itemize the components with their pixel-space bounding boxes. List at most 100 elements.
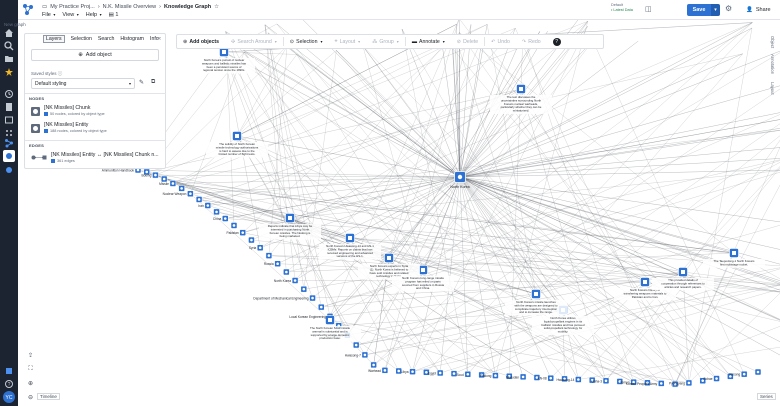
chunk-node[interactable]	[345, 233, 355, 243]
chunk-node[interactable]	[384, 253, 394, 263]
search-icon[interactable]	[3, 40, 15, 52]
entity-node[interactable]	[630, 378, 637, 386]
copy-style-icon[interactable]: ⧉	[151, 79, 156, 85]
entity-node[interactable]	[239, 229, 246, 236]
breadcrumb-folder[interactable]: N.K. Missile Overview	[102, 4, 157, 10]
fit-to-screen-icon[interactable]: ⛶	[28, 366, 33, 372]
save-options-caret[interactable]: ▾	[711, 4, 720, 16]
graph-active-icon[interactable]	[3, 150, 15, 162]
layout-button[interactable]: ⚹Layout▾	[334, 38, 361, 45]
entity-node[interactable]	[740, 370, 748, 378]
delete-button[interactable]: ⊘Delete	[456, 38, 479, 45]
hub-node[interactable]	[454, 171, 466, 183]
history-icon[interactable]	[3, 88, 15, 100]
group-button[interactable]: ⁂Group▾	[372, 38, 399, 45]
add-object-button[interactable]: ⊕Add object	[31, 49, 159, 61]
chunk-node[interactable]	[729, 248, 739, 258]
chunk-node[interactable]	[531, 289, 541, 299]
entity-node[interactable]	[602, 377, 610, 385]
entity-node[interactable]	[644, 379, 651, 387]
entity-node[interactable]	[713, 375, 720, 382]
side-tab-object[interactable]: Object	[770, 36, 775, 49]
share-button[interactable]: 👤Share	[746, 7, 771, 13]
entity-node[interactable]	[395, 367, 402, 375]
chunk-node[interactable]	[219, 47, 229, 57]
page-title[interactable]: Knowledge Graph	[164, 4, 212, 10]
folder-icon[interactable]	[3, 53, 15, 65]
entity-node[interactable]	[222, 215, 229, 222]
entity-node[interactable]	[195, 196, 203, 203]
redo-button[interactable]: ↷Redo	[521, 38, 541, 45]
entity-node[interactable]	[352, 341, 360, 349]
layer-row[interactable]: [NK Missiles] Entity 188 nodes, colored …	[29, 122, 163, 136]
menu-view[interactable]: View ▾	[62, 12, 79, 18]
chunk-node[interactable]	[285, 213, 295, 223]
search-around-button[interactable]: ✣Search Around▾	[231, 38, 277, 45]
collapse-panel-icon[interactable]: «	[157, 36, 161, 42]
timeline-button[interactable]: Timeline	[37, 393, 60, 400]
page-count[interactable]: ▤ 1	[108, 12, 119, 18]
entity-node[interactable]	[291, 277, 299, 284]
series-button[interactable]: Series	[757, 393, 776, 400]
tab-info[interactable]: Info	[150, 36, 159, 42]
branch-indicator[interactable]: Default • Latest Data	[611, 3, 633, 13]
entity-node[interactable]	[169, 180, 177, 187]
entity-node[interactable]	[318, 303, 325, 311]
tab-selection[interactable]: Selection	[70, 36, 92, 42]
edge-layer-row[interactable]: [NK Missiles] Entity ↔ [NK Missiles] Chu…	[29, 152, 163, 166]
entity-node[interactable]	[309, 294, 316, 302]
entity-node[interactable]	[213, 208, 220, 216]
entity-node[interactable]	[575, 376, 582, 383]
entity-node[interactable]	[361, 351, 369, 359]
tab-layers[interactable]: Layers	[43, 35, 65, 43]
entity-node[interactable]	[178, 185, 185, 192]
user-avatar[interactable]: YC	[3, 391, 15, 403]
help-icon[interactable]: ?	[3, 378, 15, 390]
entity-node[interactable]	[478, 371, 485, 379]
menu-help[interactable]: Help ▾	[85, 12, 102, 18]
layer-row[interactable]: [NK Missiles] Chunk 50 nodes, colored by…	[29, 105, 163, 119]
edit-style-icon[interactable]: ✎	[139, 80, 145, 86]
export-icon[interactable]: ⇪	[27, 353, 34, 359]
entity-node[interactable]	[160, 175, 168, 183]
favorite-star-icon[interactable]: ☆	[214, 4, 219, 10]
entity-node[interactable]	[436, 369, 444, 377]
entity-node[interactable]	[588, 376, 596, 384]
entity-node[interactable]	[450, 370, 458, 377]
entity-node[interactable]	[230, 222, 238, 229]
selection-button[interactable]: ⊙Selection▾	[289, 38, 323, 45]
entity-node[interactable]	[547, 374, 554, 382]
entity-node[interactable]	[204, 202, 212, 209]
entity-node[interactable]	[152, 171, 159, 179]
graph-svg[interactable]: Ammunition HandbookBoeingMissileNuclear …	[18, 20, 780, 406]
chunk-node[interactable]	[640, 277, 650, 287]
entity-node[interactable]	[506, 372, 513, 380]
star-icon[interactable]	[3, 66, 15, 78]
help-button[interactable]: ?	[547, 34, 567, 49]
side-tab-layout[interactable]: Layout	[770, 82, 775, 95]
entity-node[interactable]	[464, 371, 472, 378]
entity-node[interactable]	[300, 285, 308, 293]
entity-node[interactable]	[727, 373, 734, 380]
entity-node[interactable]	[256, 244, 264, 251]
entity-node[interactable]	[370, 361, 377, 369]
chunk-node[interactable]	[325, 315, 335, 325]
entity-node[interactable]	[381, 367, 389, 374]
recent-file-icon[interactable]	[3, 101, 15, 113]
entity-node[interactable]	[754, 368, 762, 376]
entity-node[interactable]	[699, 377, 706, 384]
entity-node[interactable]	[187, 190, 194, 197]
chunk-node[interactable]	[232, 131, 242, 141]
object-icon[interactable]	[3, 164, 15, 176]
save-button[interactable]: Save	[687, 4, 711, 16]
graph-app-icon[interactable]	[3, 137, 15, 149]
tab-search[interactable]: Search	[97, 36, 115, 42]
layout-toggle-icon[interactable]: ◫	[645, 6, 652, 13]
apps-icon[interactable]	[3, 127, 15, 139]
add-objects-button[interactable]: ⊕Add objects	[183, 38, 220, 45]
entity-node[interactable]	[533, 374, 541, 381]
entity-node[interactable]	[265, 252, 273, 259]
zoom-in-icon[interactable]: ⊕	[27, 381, 34, 387]
entity-node[interactable]	[423, 369, 430, 376]
chunk-node[interactable]	[516, 84, 526, 94]
